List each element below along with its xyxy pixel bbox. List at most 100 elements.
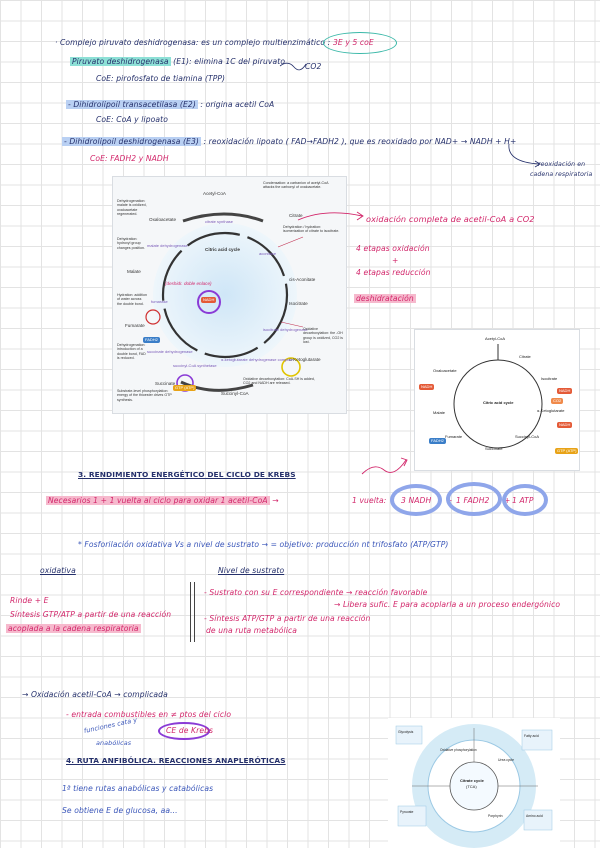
reoxid-arrow (508, 143, 541, 168)
simple-co2-1: CO2 (551, 398, 564, 404)
section-3-line: Necesarios 1 + 1 vuelta al ciclo para ox… (46, 496, 279, 506)
yield-ellipse-3 (502, 484, 548, 516)
step-box-2: Dehydration / hydration: isomerization o… (283, 225, 340, 234)
section-4-line-4: 1ª tiene rutas anabólicas y catabólicas (62, 784, 214, 793)
note-line-6-rest: : reoxidación lipoato ( FAD→FADH2 ), que… (203, 137, 517, 146)
map-pyruvate: Pyruvate (400, 810, 414, 814)
cycle-citrate: Citrate (289, 213, 303, 218)
fig1-to-note-arrow (297, 211, 364, 221)
cycle-nadh-badge: NADH (201, 297, 217, 303)
note-line-2-co2: CO2 (305, 62, 322, 71)
cycle-succinate: Succinate (155, 381, 176, 386)
simple-succinate: Succinate (485, 446, 503, 451)
side-4-oxidation: 4 etapas oxidación (356, 244, 430, 253)
note-line-6: - Dihidrolipoil deshidrogenasa (E3) : re… (62, 137, 516, 147)
col-oxidativa: oxidativa (40, 566, 76, 575)
yield-ellipse-1 (390, 484, 442, 516)
simple-cycle-figure: Acetyl-CoA Citrate Isocitrate Oxaloaceta… (414, 329, 580, 471)
simple-succinyl-coa: Succinyl-CoA (515, 434, 540, 439)
map-urea: Urea cycle (498, 758, 515, 762)
note-line-4: - Dihidrolipoil transacetilasa (E2) : or… (66, 100, 274, 110)
cycle-isocitrate: Isocitrate (289, 301, 308, 306)
section-4-line-5: Se obtiene E de glucosa, aa... (62, 806, 178, 815)
wave-arrow-to-fig2 (361, 457, 408, 475)
yield-ellipse-2 (446, 482, 502, 516)
step-box-5: Substrate-level phosphorylation: energy … (117, 389, 172, 402)
map-glycolysis: Glycolysis (398, 730, 414, 734)
simple-fumarate: Fumarate (445, 434, 463, 439)
note-line-7: CoE: FADH2 y NADH (90, 154, 169, 163)
cycle-fadh2-badge: FADH2 (143, 337, 160, 343)
right-line-4: de una ruta metabólica (206, 626, 297, 635)
divider-bar-1 (190, 582, 191, 642)
simple-cycle-art (453, 344, 543, 449)
yield-atp: 1 ATP (512, 496, 534, 505)
step-box-1: Condensation: a carbanion of acetyl-CoA … (263, 181, 329, 190)
side-4-reduction: 4 etapas reducción (356, 268, 431, 277)
simple-nadh-3: NADH (557, 422, 573, 428)
cycle-pink-annotation: (deshidr. doble enlace) (165, 281, 212, 286)
side-deshidratacion-text: deshidratación (354, 294, 416, 303)
map-oxphos: Oxidative phosphorylation (440, 748, 477, 752)
step-box-7: Hydration: addition of water across the … (117, 293, 147, 306)
note-line-1-tag: 3E y 5 coE (333, 38, 374, 47)
map-center-sub: (TCA) (466, 784, 477, 789)
section-3-title: 3. RENDIMIENTO ENERGÉTICO DEL CICLO DE K… (78, 470, 296, 479)
co2-curve-arrow (279, 62, 307, 71)
cycle-oxaloacetate: Oxaloacetate (149, 217, 177, 222)
divider-bar-2 (194, 582, 195, 642)
yield-fadh2: 1 FADH2 (456, 496, 490, 505)
enzyme-succinate-dehydrogenase: succinate dehydrogenase (147, 349, 193, 354)
enzyme-succinyl-coa-synthetase: succinyl-CoA synthetase (173, 363, 217, 368)
left-sintesis: Síntesis GTP/ATP a partir de una reacció… (10, 610, 172, 619)
section-4-line-1: → Oxidación acetil-CoA → complicada (22, 690, 168, 699)
section-4-note-2: anabólicas (96, 739, 132, 747)
note-line-6-highlight: - Dihidrolipoil deshidrogenasa (E3) (62, 137, 201, 146)
note-line-4-rest: : origina acetil CoA (200, 100, 275, 109)
map-porphyrin: Porphyrin (488, 814, 503, 818)
metabolic-map-art (395, 724, 553, 848)
cycle-cis-aconitate: cis-Aconitate (289, 277, 316, 282)
citric-acid-cycle-figure: Citric acid cycle Acetyl-CoA Citrate cis… (112, 176, 347, 414)
simple-oxaloacetate: Oxaloacetate (433, 368, 457, 373)
section-4-ce-ellipse (158, 722, 210, 740)
simple-gtp: GTP (ATP) (555, 448, 579, 454)
simple-fadh2: FADH2 (429, 438, 446, 444)
side-deshidratacion: deshidratación (354, 294, 416, 304)
right-line-3: - Síntesis ATP/GTP a partir de una reacc… (204, 614, 371, 623)
simple-acetyl-coa: Acetyl-CoA (485, 336, 506, 341)
note-line-2: Piruvato deshidrogenasa (E1): elimina 1C… (70, 57, 285, 67)
simple-center: Citric acid cycle (483, 400, 514, 405)
note-tag-ellipse (323, 32, 397, 54)
note-line-2-highlight: Piruvato deshidrogenasa (70, 57, 171, 66)
enzyme-fumarase: fumarase (151, 299, 168, 304)
yield-nadh: 3 NADH (401, 496, 432, 505)
fosforilacion-line: * Fosforilación oxidativa Vs a nivel de … (78, 540, 449, 549)
section-3-arrow: → (272, 496, 279, 505)
enzyme-citrate-synthase: citrate synthase (205, 219, 234, 224)
note-line-7-note-2: cadena respiratoria (530, 171, 593, 178)
note-line-2-rest: (E1): elimina 1C del piruvato (173, 57, 286, 66)
note-line-1: · Complejo piruvato deshidrogenasa: es u… (55, 38, 330, 48)
note-line-7-note-1: reoxidación en (538, 161, 586, 168)
simple-isocitrate: Isocitrate (541, 376, 558, 381)
note-line-4-highlight: - Dihidrolipoil transacetilasa (E2) (66, 100, 198, 109)
cycle-fumarate: Fumarate (125, 323, 145, 328)
section-4-title: 4. RUTA ANFIBÓLICA. REACCIONES ANAPLERÓT… (66, 756, 286, 765)
enzyme-aconitase: aconitase (259, 251, 277, 256)
note-line-5: CoE: CoA y lipoato (96, 115, 168, 124)
enzyme-akg-dehydrogenase: α-ketoglutarate dehydrogenase complex (221, 357, 293, 362)
cycle-center-title: Citric acid cycle (205, 247, 240, 252)
enzyme-isocitrate-dehydrogenase: isocitrate dehydrogenase (263, 327, 308, 332)
side-oxidation-note: oxidación completa de acetil-CoA a CO2 (366, 214, 535, 224)
left-rinde: Rinde + E (10, 596, 49, 605)
right-line-2: → Libera sufic. E para acoplarla a un pr… (334, 600, 561, 609)
note-line-3: CoE: pirofosfato de tiamina (TPP) (96, 74, 226, 83)
step-box-9: Dehydration: hydroxyl group changes posi… (117, 237, 145, 250)
note-line-1-text: · Complejo piruvato deshidrogenasa: es u… (55, 38, 331, 47)
map-center: Citrate cycle (460, 778, 484, 783)
simple-nadh-2: NADH (557, 388, 573, 394)
left-acoplada-text: acoplada a la cadena respiratoria (6, 624, 141, 633)
step-box-6: Dehydrogenation: introduction of a doubl… (117, 343, 146, 361)
map-fatty-acid: Fatty acid (524, 734, 539, 738)
